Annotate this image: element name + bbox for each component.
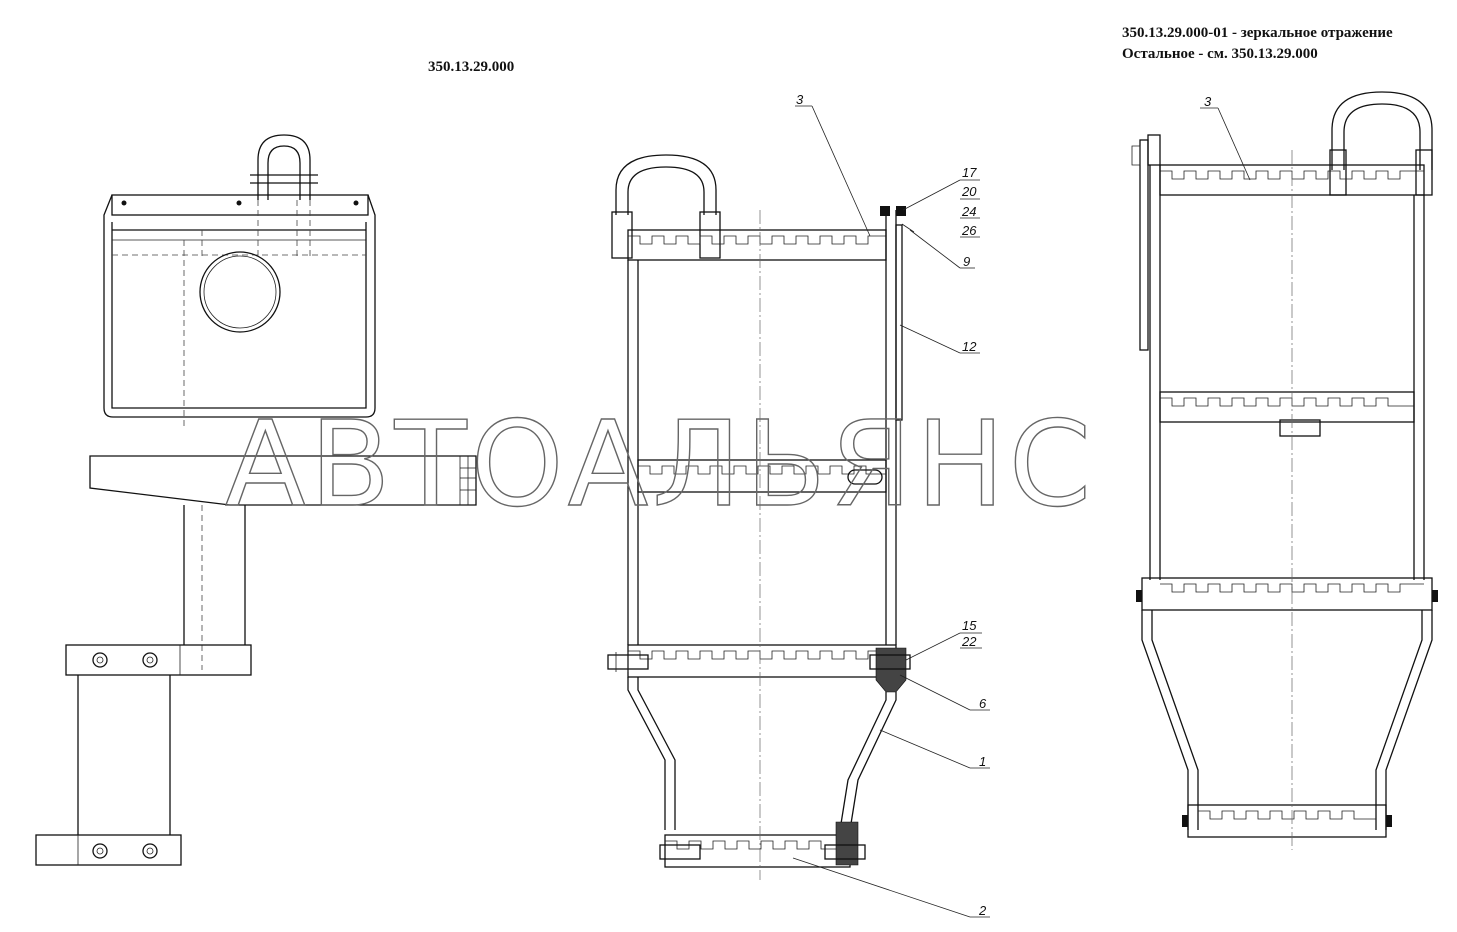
callout-15: 15 — [962, 618, 977, 633]
callout-24: 24 — [961, 204, 976, 219]
callout-12: 12 — [962, 339, 977, 354]
front-callouts: 3 17 20 24 26 9 12 15 22 6 1 2 — [792, 92, 990, 918]
title-mirror-line1: 350.13.29.000-01 - зеркальное отражение — [1122, 25, 1393, 41]
callout-26: 26 — [961, 223, 977, 238]
mirror-callouts: 3 — [1200, 94, 1251, 181]
callout-3: 3 — [796, 92, 804, 107]
callout-1: 1 — [979, 754, 986, 769]
side-view — [35, 134, 477, 866]
callout-17: 17 — [962, 165, 977, 180]
callout-2: 2 — [978, 903, 987, 918]
callout-22: 22 — [961, 634, 977, 649]
callout-6: 6 — [979, 696, 987, 711]
callout-mirror-3: 3 — [1204, 94, 1212, 109]
mirror-view — [1131, 91, 1438, 850]
callout-20: 20 — [961, 184, 977, 199]
title-main: 350.13.29.000 — [428, 59, 514, 75]
title-mirror-line2: Остальное - см. 350.13.29.000 — [1122, 46, 1318, 62]
front-view — [607, 154, 915, 880]
callout-9: 9 — [963, 254, 970, 269]
watermark: АВТОАЛЬЯНС — [225, 395, 1095, 533]
